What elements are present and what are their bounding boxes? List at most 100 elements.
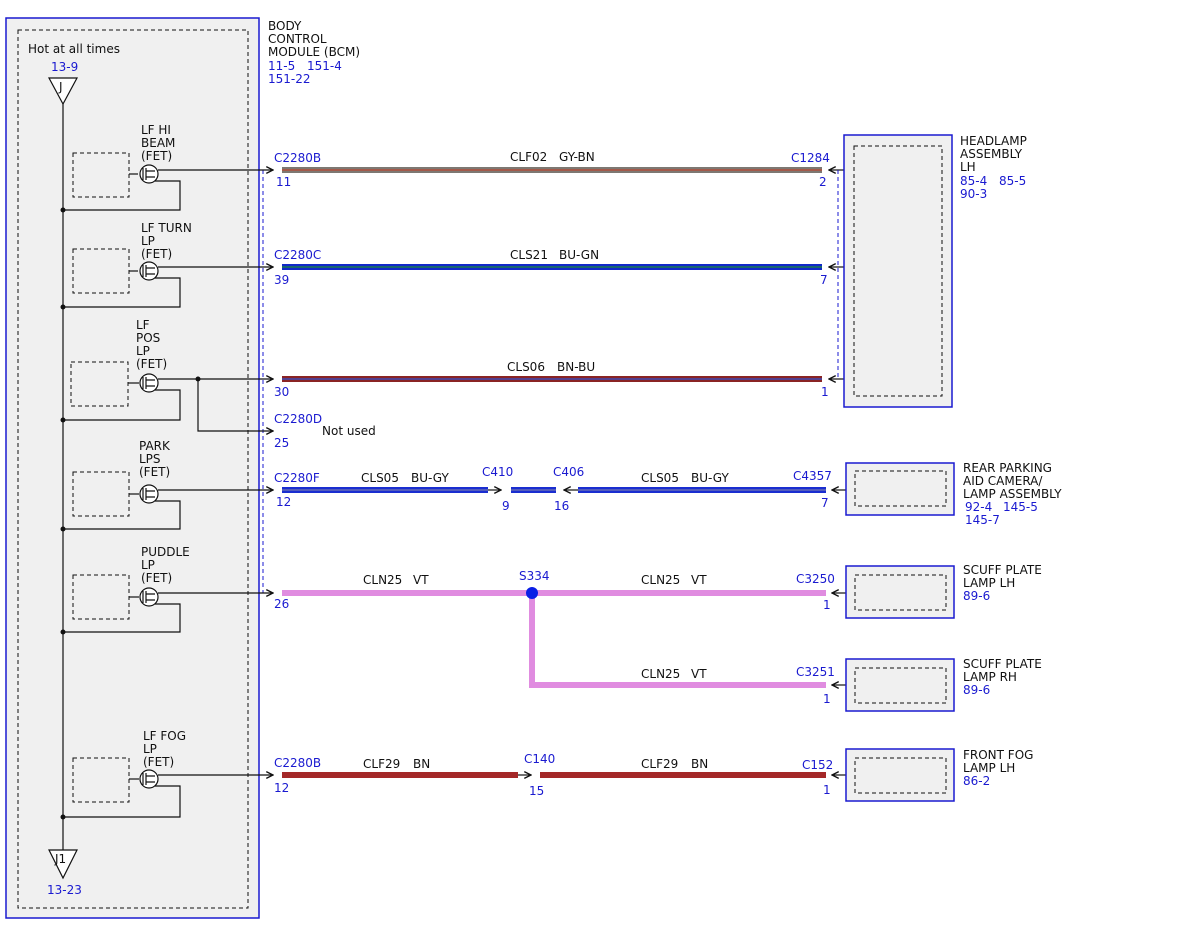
circuit-label: CLF02: [510, 150, 547, 164]
component-name-line: LAMP LH: [963, 761, 1015, 775]
not-used-label: Not used: [322, 424, 376, 438]
bcm-top-connector-label: J: [58, 80, 63, 94]
component-scuff-plate-lamp-lh: SCUFF PLATE LAMP LH 89-6: [845, 563, 1042, 619]
circuit-cls06: 30 CLS06 BN-BU 1: [274, 360, 844, 399]
component-ref: 92-4: [965, 500, 992, 514]
driver-feed: [63, 603, 181, 633]
driver-lf-pos-lp: LF POS LP (FET): [60, 318, 274, 431]
bcm-outline: [5, 17, 260, 919]
bcm-title-block: BODY CONTROL MODULE (BCM) 11-5 151-4 151…: [268, 19, 360, 86]
wire-bn: [282, 772, 518, 778]
inline-connector-label: C410: [482, 465, 513, 479]
wire-color-label: BU-GN: [559, 248, 599, 262]
component-headlamp-assembly-lh: HEADLAMP ASSEMBLY LH 85-4 85-5 90-3: [837, 134, 1027, 408]
pin-label: 11: [276, 175, 291, 189]
fet-symbol: [142, 168, 155, 180]
driver-label: LP: [143, 742, 157, 756]
fet-symbol: [142, 773, 155, 785]
driver-label: (FET): [139, 465, 170, 479]
fet-symbol: [142, 591, 155, 603]
wire-color-label: VT: [691, 573, 707, 587]
component-name-line: LAMP ASSEMBLY: [963, 487, 1062, 501]
far-connector-label: C3251: [796, 665, 835, 679]
driver-label: PUDDLE: [141, 545, 190, 559]
far-pin-label: 2: [819, 175, 827, 189]
pin-label: 26: [274, 597, 289, 611]
inline-connector-label: C140: [524, 752, 555, 766]
driver-label: LP: [136, 344, 150, 358]
bus-junction-dot: [60, 304, 66, 310]
bcm-title-line: MODULE (BCM): [268, 45, 360, 59]
fet-symbol: [142, 377, 155, 389]
wire-color-label: GY-BN: [559, 150, 595, 164]
component-ref: 85-4: [960, 174, 987, 188]
bcm-top-connector-symbol: [47, 77, 79, 106]
pin-label: 12: [276, 495, 291, 509]
far-connector-label: C3250: [796, 572, 835, 586]
far-connector-label: C152: [802, 758, 833, 772]
driver-feed: [63, 180, 181, 211]
driver-label: (FET): [141, 247, 172, 261]
wire-color-label: BU-GY: [691, 471, 729, 485]
component-rear-parking-aid-camera: REAR PARKING AID CAMERA/ LAMP ASSEMBLY 9…: [845, 461, 1062, 527]
component-name-line: ASSEMBLY: [960, 147, 1023, 161]
bus-junction-dot: [60, 526, 66, 532]
pin-label: 39: [274, 273, 289, 287]
bcm-top-ref: 13-9: [51, 60, 78, 74]
far-pin-label: 1: [821, 385, 829, 399]
far-connector-label: C4357: [793, 469, 832, 483]
driver-box: [70, 361, 129, 407]
driver-label: (FET): [143, 755, 174, 769]
component-inner-dashed: [854, 757, 947, 794]
bcm-bottom-connector-symbol: [48, 849, 78, 880]
bcm-ref: 151-4: [307, 59, 342, 73]
far-connector-label: C1284: [791, 151, 830, 165]
driver-label: BEAM: [141, 136, 175, 150]
wire-color-label: BN: [413, 757, 430, 771]
component-ref: 90-3: [960, 187, 987, 201]
driver-label: LF: [136, 318, 150, 332]
driver-label: LF HI: [141, 123, 171, 137]
inline-connector-label: C406: [553, 465, 584, 479]
driver-label: LF FOG: [143, 729, 186, 743]
component-name-line: SCUFF PLATE: [963, 563, 1042, 577]
inline-pin-label: 15: [529, 784, 544, 798]
circuit-clf02: C2280B 11 CLF02 GY-BN C1284 2: [274, 150, 844, 189]
connector-label: C2280B: [274, 756, 321, 770]
component-ref: 145-5: [1003, 500, 1038, 514]
bcm-ref: 151-22: [268, 72, 311, 86]
driver-feed: [63, 500, 181, 530]
circuit-cls21: C2280C 39 CLS21 BU-GN 7: [274, 248, 844, 287]
connector-label: C2280C: [274, 248, 321, 262]
driver-box: [72, 757, 130, 803]
bcm-module: Hot at all times 13-9 J J1 13-23: [5, 17, 260, 919]
bus-junction-dot: [60, 814, 66, 820]
bcm-bottom-connector-label: J1: [54, 852, 66, 866]
circuit-label: CLF29: [363, 757, 400, 771]
driver-feed: [63, 785, 181, 818]
fet-icon: [139, 164, 159, 184]
inline-pin-label: 16: [554, 499, 569, 513]
not-used-branch: [197, 379, 273, 431]
driver-lf-fog-lp: LF FOG LP (FET): [60, 729, 274, 820]
far-pin-label: 7: [821, 496, 829, 510]
pin-label: 12: [274, 781, 289, 795]
bus-junction-dot: [60, 629, 66, 635]
fet-symbol: [142, 488, 155, 500]
splice-label: S334: [519, 569, 550, 583]
bus-junction-dot: [60, 417, 66, 423]
bcm-title-line: BODY: [268, 19, 302, 33]
component-inner-dashed: [854, 667, 947, 704]
circuit-not-used: C2280D 25 Not used: [274, 412, 376, 450]
driver-label: (FET): [141, 149, 172, 163]
component-name-line: AID CAMERA/: [963, 474, 1043, 488]
driver-label: LPS: [139, 452, 161, 466]
connector-label: C2280F: [274, 471, 320, 485]
component-ref: 86-2: [963, 774, 990, 788]
driver-label: LP: [141, 558, 155, 572]
driver-label: PARK: [139, 439, 171, 453]
fet-icon: [139, 587, 159, 607]
driver-lf-turn-lp: LF TURN LP (FET): [60, 221, 274, 310]
driver-box: [72, 152, 130, 198]
component-front-fog-lamp-lh: FRONT FOG LAMP LH 86-2: [845, 748, 1033, 802]
